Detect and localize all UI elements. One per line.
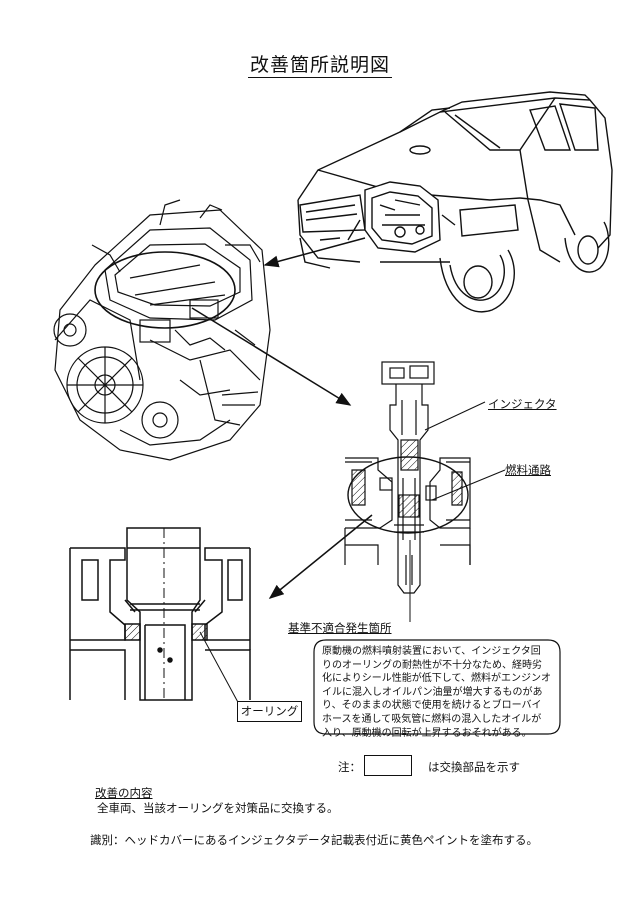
o-ring-enlarged-drawing xyxy=(69,527,251,701)
o-ring-label: オーリング xyxy=(237,701,302,722)
description-bubble xyxy=(313,639,561,735)
description-text: 原動機の燃料噴射装置において、インジェクタ回りのオーリングの耐熱性が不十分なため… xyxy=(322,645,552,740)
improvement-body: 全車両、当該オーリングを対策品に交換する。 xyxy=(97,801,339,815)
fuel-passage-label: 燃料通路 xyxy=(505,463,551,477)
replacement-part-legend-box xyxy=(364,755,412,776)
description-line: 原動機の燃料噴射装置において、インジェクタ回 xyxy=(322,646,541,657)
nonconformity-location-label: 基準不適合発生箇所 xyxy=(288,621,392,635)
pointer-arrows xyxy=(191,237,506,707)
description-line: ホースを通して吸気管に燃料の混入したオイルが xyxy=(322,713,542,725)
note-text: は交換部品を示す xyxy=(428,760,520,774)
page-title: 改善箇所説明図 xyxy=(247,54,392,78)
description-line: 化によりシール性能が低下して、燃料がエンジンオ xyxy=(322,673,551,685)
description-line: 入り、原動機の回転が上昇するおそれがある。 xyxy=(322,727,532,739)
description-line: りのオーリングの耐熱性が不十分なため、経時劣 xyxy=(322,659,542,671)
description-line: り、そのままの状態で使用を続けるとブローバイ xyxy=(322,700,542,712)
vehicle-drawing xyxy=(297,91,613,313)
improvement-heading: 改善の内容 xyxy=(95,786,153,800)
injector-label: インジェクタ xyxy=(488,397,557,411)
identification-text: 識別：ヘッドカバーにあるインジェクタデータ記載表付近に黄色ペイントを塗布する。 xyxy=(90,833,539,847)
description-line: イルに混入しオイルパン油量が増大するものがあ xyxy=(322,686,543,698)
engine-drawing xyxy=(53,199,271,461)
injector-section-drawing xyxy=(344,361,471,594)
note-prefix: 注： xyxy=(338,760,361,774)
